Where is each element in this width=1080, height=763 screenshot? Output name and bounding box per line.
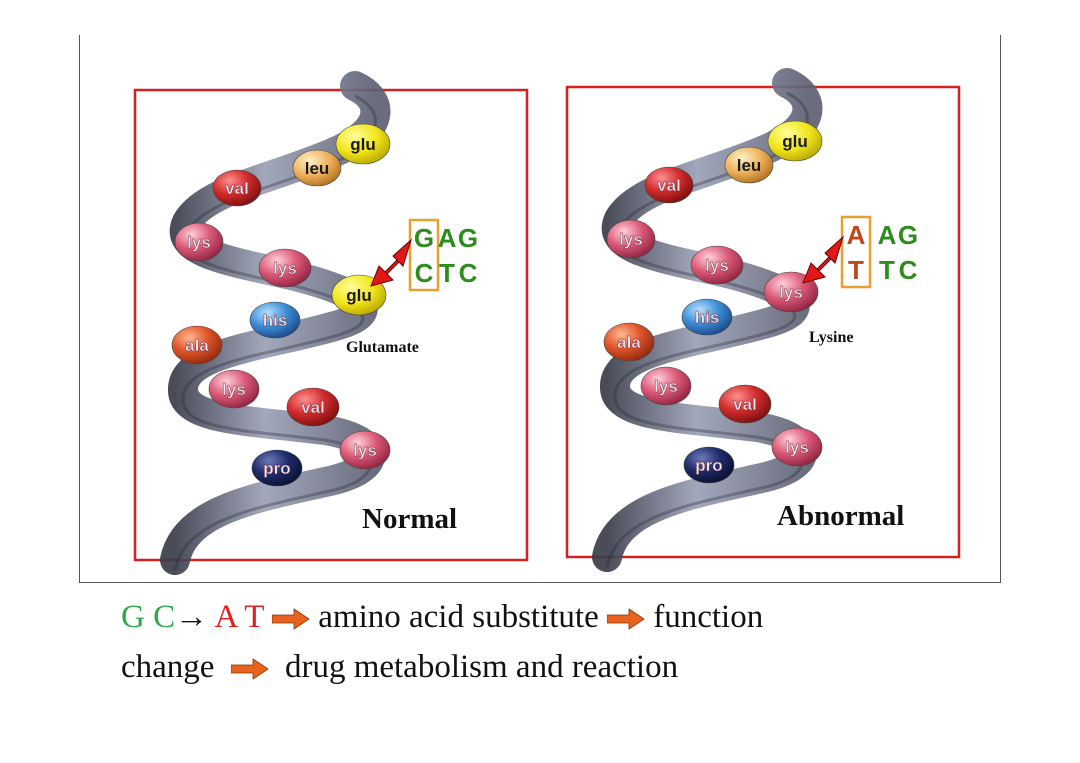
residue-lys: lys [208,369,260,409]
pointer-arrow-icon [802,235,845,284]
residue-glu: glu [335,123,391,165]
codon-top-letter: G [414,223,434,253]
block-arrow-icon [230,658,269,681]
residue-label: val [301,398,325,417]
residue-annotation: Glutamate [346,339,419,356]
residue-val: val [718,384,772,424]
codon-highlight-box [840,215,872,289]
caption-a: A [214,599,237,635]
residue-label: lys [222,380,246,399]
residue-val: val [212,169,262,207]
residue-val: val [644,166,694,204]
block-arrow-icon [272,608,310,631]
codon-highlight-box [408,218,440,292]
caption-g: G [121,599,145,635]
block-arrow-icon [606,608,645,631]
residue-lys: lys [640,366,692,406]
residue-label: pro [695,456,722,475]
caption-t: T [244,599,264,635]
caption-step-function: function [653,599,764,635]
residue-lys: lys [771,427,823,467]
residue-label: val [225,179,249,198]
codon-bottom-letter: T [439,258,455,288]
frame-bottom-line [79,582,1001,583]
caption-step-substitute: amino acid substitute [318,599,599,635]
codon-bottom-letter: T [879,255,895,285]
residue-label: lys [353,441,377,460]
residue-label: his [695,308,720,327]
panel-label: Abnormal [777,500,904,532]
codon-bottom-letter: T [848,255,864,285]
codon-top-letter: G [458,223,478,253]
residue-val: val [286,387,340,427]
residue-label: lys [273,259,297,278]
residue-pro: pro [683,446,735,484]
residue-label: glu [346,286,372,305]
codon-top-letter: A [878,220,897,250]
residue-label: lys [785,438,809,457]
residue-pro: pro [251,449,303,487]
codon-top-letter: G [898,220,918,250]
residue-lys: lys [690,245,744,285]
codon-top-letter: A [847,220,866,250]
caption-line-1: G C→ A T amino acid substitute function [121,599,763,636]
caption-step-drug: drug metabolism and reaction [284,649,679,685]
residue-leu: leu [292,149,342,187]
residue-lys: lys [606,219,656,259]
residue-label: lys [779,283,803,302]
frame-right-line [1000,35,1001,583]
codon-bottom-letter: C [459,258,478,288]
residue-label: val [657,176,681,195]
residue-label: lys [654,377,678,396]
residue-lys: lys [339,430,391,470]
residue-label: ala [185,336,209,355]
residue-his: his [249,301,301,339]
caption-thin-arrow: → [175,599,209,635]
residue-glu: glu [767,120,823,162]
residue-lys: lys [174,222,224,262]
residue-annotation: Lysine [809,329,853,346]
residue-lys: lys [258,248,312,288]
residue-label: ala [617,333,641,352]
residue-label: lys [619,230,643,249]
residue-label: lys [187,233,211,252]
residue-ala: ala [603,322,655,362]
codon-bottom-letter: C [899,255,918,285]
residue-label: leu [737,156,762,175]
residue-label: lys [705,256,729,275]
codon-top-letter: A [438,223,457,253]
residue-label: glu [782,132,808,151]
frame-left-line [79,35,80,583]
residue-label: leu [305,159,330,178]
residue-label: his [263,311,288,330]
caption-change: change [121,649,215,685]
caption-line-2: change drug metabolism and reaction [121,649,678,686]
residue-label: glu [350,135,376,154]
residue-leu: leu [724,146,774,184]
caption-c: C [153,599,176,635]
residue-ala: ala [171,325,223,365]
residue-label: val [733,395,757,414]
residue-label: pro [263,459,290,478]
panel-label: Normal [362,503,457,535]
codon-bottom-letter: C [415,258,434,288]
residue-his: his [681,298,733,336]
pointer-arrow-icon [370,238,413,287]
